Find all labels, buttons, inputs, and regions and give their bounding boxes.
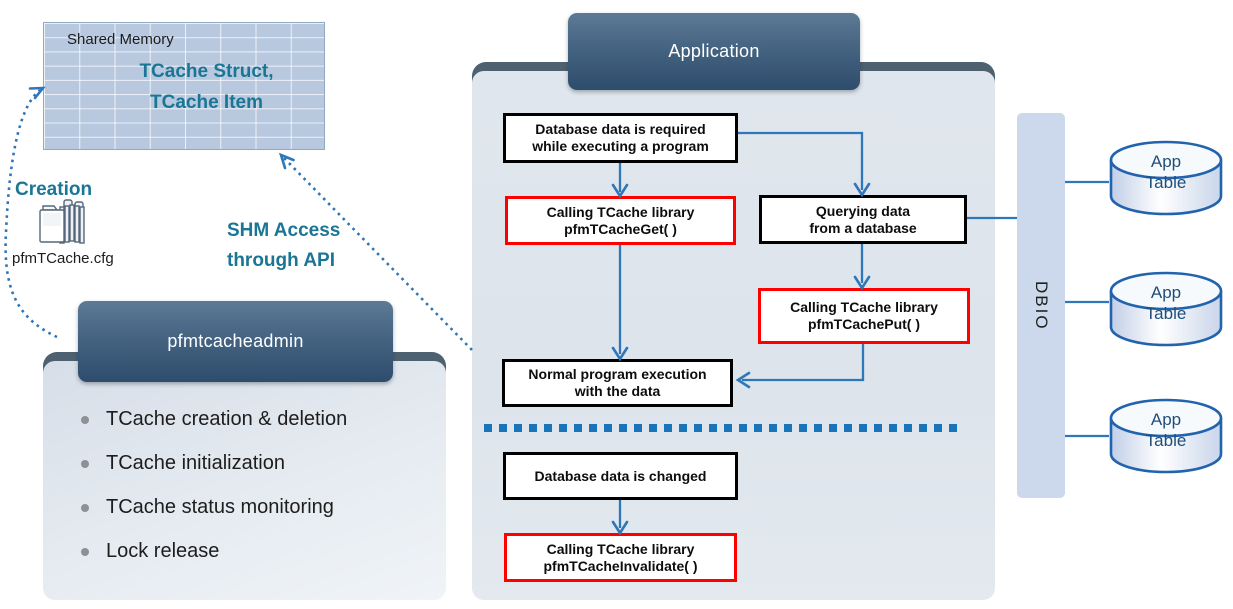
tcache-struct-label: TCache Struct, TCache Item: [89, 56, 324, 118]
box-line: with the data: [574, 383, 661, 399]
app-table-line1: App: [1150, 283, 1182, 302]
app-table-line1: App: [1150, 410, 1182, 429]
flow-box-database-data-changed: Database data is changed: [503, 452, 738, 500]
config-file-label: pfmTCache.cfg: [12, 250, 114, 267]
app-table-label: App Table: [1109, 409, 1223, 451]
flow-box-querying-data: Querying data from a database: [759, 195, 967, 244]
pfmtcacheadmin-title: pfmtcacheadmin: [167, 331, 304, 351]
pfmtcacheadmin-panel: [43, 352, 446, 600]
box-line: pfmTCacheInvalidate( ): [543, 557, 698, 574]
tcache-struct-line1: TCache Struct,: [139, 61, 274, 82]
creation-flow-arrowhead: [28, 86, 46, 100]
list-item: TCache creation & deletion: [75, 408, 347, 431]
box-line: Normal program execution: [528, 366, 707, 382]
box-line: while executing a program: [532, 138, 709, 154]
box-line: from a database: [809, 219, 917, 236]
folder-stack-icon: [39, 199, 85, 244]
box-line: Querying data: [815, 202, 911, 219]
shm-access-label: SHM Access through API: [227, 216, 340, 276]
pfmtcacheadmin-panel-body: [43, 361, 446, 600]
list-item: TCache initialization: [75, 452, 347, 475]
database-cylinder-icon: [1109, 140, 1223, 216]
list-item: TCache status monitoring: [75, 496, 347, 519]
shared-memory-table: Shared Memory TCache Struct, TCache Item: [43, 22, 325, 150]
dbio-label: DBIO: [1032, 280, 1051, 331]
app-table-label: App Table: [1109, 151, 1223, 193]
admin-feature-list: TCache creation & deletion TCache initia…: [75, 408, 347, 584]
app-table-line2: Table: [1145, 431, 1187, 450]
database-cylinder-icon: [1109, 271, 1223, 347]
flow-box-tcache-get: Calling TCache library pfmTCacheGet( ): [505, 196, 736, 245]
app-table-cylinder-2: App Table: [1109, 271, 1223, 349]
flow-box-tcache-invalidate: Calling TCache library pfmTCacheInvalida…: [504, 533, 737, 582]
box-line: Calling TCache library: [790, 299, 938, 315]
tcache-struct-line2: TCache Item: [150, 92, 263, 113]
shm-access-arrowhead: [278, 152, 295, 170]
shm-access-line1: SHM Access: [227, 220, 341, 241]
app-table-line2: Table: [1145, 304, 1187, 323]
box-line: pfmTCachePut( ): [808, 316, 920, 332]
shared-memory-label: Shared Memory: [67, 31, 174, 48]
flow-box-normal-execution: Normal program execution with the data: [502, 359, 733, 407]
flow-box-database-data-required: Database data is required while executin…: [503, 113, 738, 163]
box-line: Calling TCache library: [546, 203, 695, 220]
flow-box-tcache-put: Calling TCache library pfmTCachePut( ): [758, 288, 970, 344]
box-line: Calling TCache library: [546, 540, 695, 557]
application-title: Application: [668, 41, 760, 61]
app-table-cylinder-3: App Table: [1109, 398, 1223, 476]
application-header: Application: [568, 13, 860, 90]
box-line: pfmTCacheGet( ): [564, 220, 677, 237]
shm-access-line2: through API: [227, 250, 335, 271]
pfmtcacheadmin-header: pfmtcacheadmin: [78, 301, 393, 382]
app-table-line2: Table: [1145, 173, 1187, 192]
app-table-cylinder-1: App Table: [1109, 140, 1223, 218]
box-line: Database data is required: [535, 121, 706, 137]
app-table-label: App Table: [1109, 282, 1223, 324]
database-cylinder-icon: [1109, 398, 1223, 474]
dbio-bar: DBIO: [1017, 113, 1065, 498]
box-line: Database data is changed: [534, 467, 707, 484]
app-table-line1: App: [1150, 152, 1182, 171]
list-item: Lock release: [75, 540, 347, 563]
